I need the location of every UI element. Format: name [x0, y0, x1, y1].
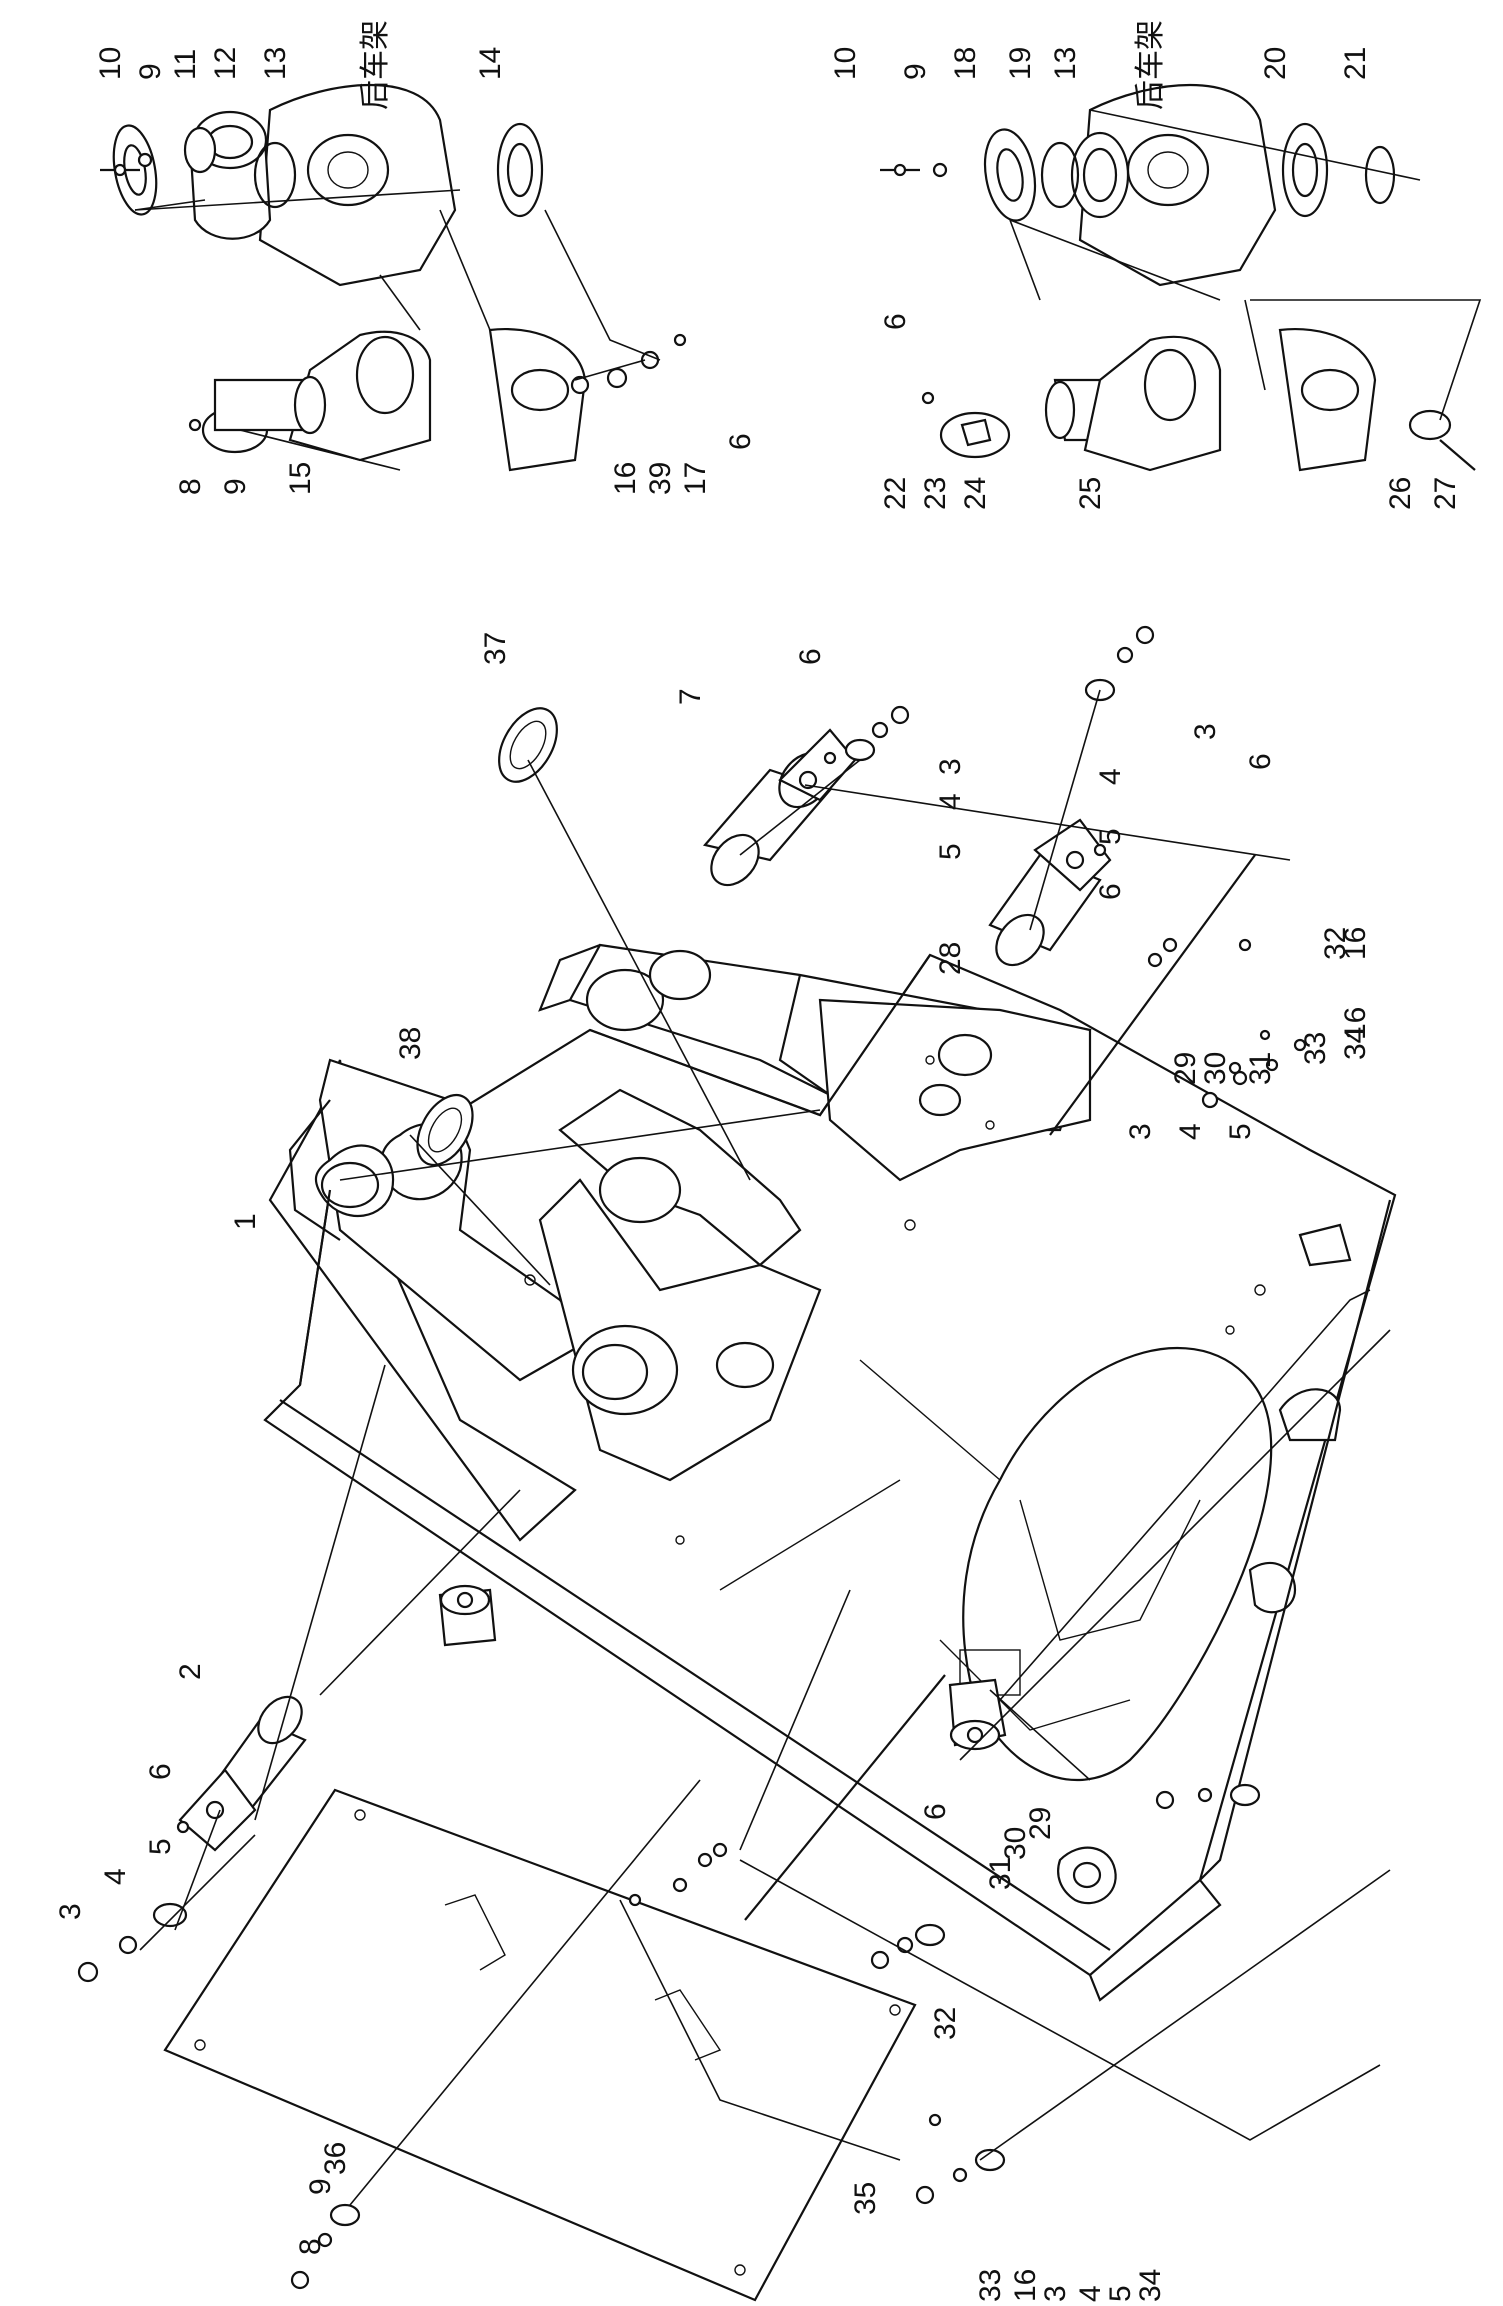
- rod-32-left: [744, 1674, 946, 1921]
- callout-6-e: 6: [1244, 753, 1277, 770]
- callout-2: 2: [174, 1663, 207, 1680]
- rear-frame-body: [263, 943, 1397, 2002]
- callout-16-b: 16: [1339, 1007, 1372, 1040]
- bracket-34-left: [948, 1678, 1007, 1751]
- callout-37: 37: [479, 632, 512, 665]
- inset-left-label: 后车架: [358, 20, 393, 110]
- callout-6-b: 6: [919, 1803, 952, 1820]
- callout-8-a: 8: [294, 2238, 327, 2255]
- callout-6-f: 6: [724, 433, 757, 450]
- callout-34-b: 34: [1339, 1027, 1372, 1060]
- callout-19: 19: [1004, 47, 1037, 80]
- callout-6-a: 6: [144, 1763, 177, 1780]
- callout-1: 1: [229, 1213, 262, 1230]
- callout-21: 21: [1339, 47, 1372, 80]
- fasteners: [77, 625, 1307, 2290]
- callout-33-a: 33: [974, 2269, 1007, 2302]
- cover-plate-35: [163, 1788, 917, 2302]
- callout-38: 38: [394, 1027, 427, 1060]
- inset-right: [880, 84, 1482, 472]
- callout-31-b: 31: [1244, 1052, 1277, 1085]
- pin-28: [988, 818, 1112, 967]
- callout-9-a: 9: [304, 2178, 337, 2195]
- callout-35: 35: [849, 2182, 882, 2215]
- inset-left: [100, 84, 687, 472]
- leader-lines: [139, 689, 1391, 2206]
- callout-24: 24: [959, 477, 992, 510]
- callout-30-a: 30: [999, 1827, 1032, 1860]
- callout-3-e: 3: [1124, 1123, 1157, 1140]
- callout-5-b: 5: [1104, 2285, 1137, 2302]
- callout-16-d: 16: [609, 462, 642, 495]
- callout-3-a: 3: [54, 1903, 87, 1920]
- pin-2: [178, 1695, 307, 1852]
- callout-10-a: 10: [94, 47, 127, 80]
- callout-3-d: 3: [1189, 723, 1222, 740]
- callout-36: 36: [319, 2142, 352, 2175]
- callout-28: 28: [934, 942, 967, 975]
- callout-15: 15: [284, 462, 317, 495]
- callout-3-c: 3: [934, 758, 967, 775]
- callout-23: 23: [919, 477, 952, 510]
- callout-30-b: 30: [1199, 1052, 1232, 1085]
- callout-31-a: 31: [984, 1857, 1017, 1890]
- callout-7: 7: [674, 688, 707, 705]
- callout-16-c: 16: [1339, 927, 1372, 960]
- callout-3-b: 3: [1039, 2285, 1072, 2302]
- callout-4-c: 4: [934, 793, 967, 810]
- callout-20: 20: [1259, 47, 1292, 80]
- washer-37: [498, 707, 558, 783]
- callout-9-d: 9: [899, 63, 932, 80]
- callout-34-a: 34: [1134, 2269, 1167, 2302]
- callout-12: 12: [209, 47, 242, 80]
- callout-4-a: 4: [99, 1868, 132, 1885]
- callout-39: 39: [644, 462, 677, 495]
- callout-33-b: 33: [1299, 1032, 1332, 1065]
- washer-38: [416, 1094, 474, 1166]
- inset-right-label: 后车架: [1133, 20, 1168, 110]
- callout-29-b: 29: [1169, 1052, 1202, 1085]
- callout-4-e: 4: [1174, 1123, 1207, 1140]
- callout-18: 18: [949, 47, 982, 80]
- callout-25: 25: [1074, 477, 1107, 510]
- callout-16-a: 16: [1009, 2269, 1042, 2302]
- callout-13-a: 13: [259, 47, 292, 80]
- callout-4-d: 4: [1094, 768, 1127, 785]
- callout-14: 14: [474, 47, 507, 80]
- rod-32-right: [1049, 854, 1256, 1136]
- callout-8-b: 8: [174, 478, 207, 495]
- callout-5-d: 5: [1094, 828, 1127, 845]
- callout-6-g: 6: [879, 313, 912, 330]
- callout-26: 26: [1384, 477, 1417, 510]
- callout-29-a: 29: [1024, 1807, 1057, 1840]
- callout-5-a: 5: [144, 1838, 177, 1855]
- callout-22: 22: [879, 477, 912, 510]
- callout-4-b: 4: [1074, 2285, 1107, 2302]
- callout-11: 11: [169, 49, 202, 80]
- callout-13-b: 13: [1049, 47, 1082, 80]
- bracket-34-right: [438, 1584, 497, 1647]
- callout-9-b: 9: [134, 63, 167, 80]
- callout-32-b: 32: [1319, 927, 1352, 960]
- callout-6-d: 6: [1094, 883, 1127, 900]
- callout-10-b: 10: [829, 47, 862, 80]
- callout-27: 27: [1429, 477, 1462, 510]
- callout-5-c: 5: [934, 843, 967, 860]
- callout-9-c: 9: [219, 478, 252, 495]
- callout-6-c: 6: [794, 648, 827, 665]
- callout-5-e: 5: [1224, 1123, 1257, 1140]
- callout-32-a: 32: [929, 2007, 962, 2040]
- callout-17: 17: [679, 462, 712, 495]
